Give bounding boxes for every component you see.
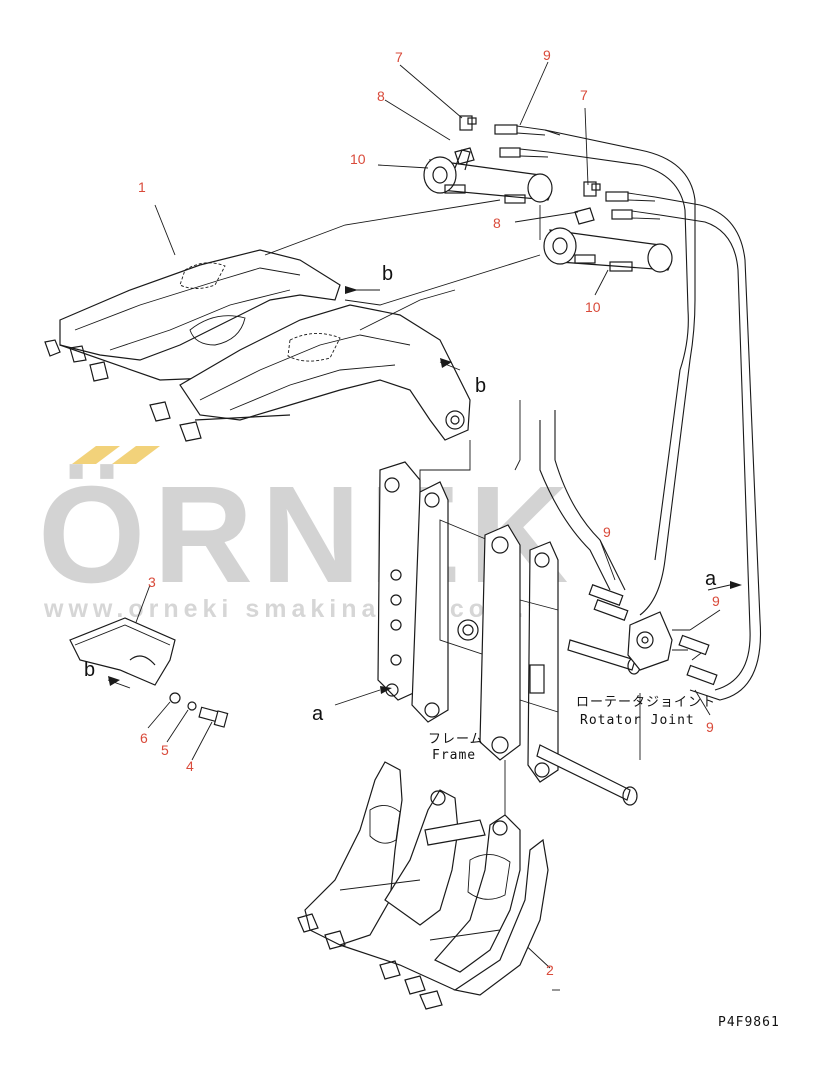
view-arrows [107,286,742,706]
callout-1: 1 [138,179,146,195]
part-labels: フレーム Frame ローテータジョイント Rotator Joint P4F9… [428,695,780,1030]
callout-9: 9 [603,524,611,540]
view-label-a: a [312,703,324,725]
rotator-label-en: Rotator Joint [580,713,695,728]
cover-plate [69,617,229,761]
view-letters: b b b a a [84,263,717,725]
callout-6: 6 [140,730,148,746]
callout-10: 10 [350,151,366,167]
view-label-b: b [475,375,486,397]
watermark-url: www.orneki smakinaları.com.tr [43,595,556,623]
callout-4: 4 [186,758,194,774]
callout-9: 9 [712,593,720,609]
cylinder-lower [543,227,673,273]
elbow-fittings [454,115,601,225]
callout-7: 7 [580,87,588,103]
callout-8: 8 [493,215,501,231]
frame-assembly [377,461,559,783]
watermark-brand: ÖRNEK [38,458,576,612]
callout-5: 5 [161,742,169,758]
hose-fittings-upper [494,124,661,220]
callout-3: 3 [148,574,156,590]
cylinder-upper [423,149,553,204]
view-label-b: b [382,263,393,285]
callout-9: 9 [543,47,551,63]
frame-label-jp: フレーム [428,732,484,747]
watermark-accent [72,446,120,464]
watermark: ÖRNEK www.orneki smakinaları.com.tr [38,446,576,623]
rotator-joint [588,584,718,686]
view-label-b: b [84,659,95,681]
upper-fork-arms [44,249,471,442]
callout-9: 9 [706,719,714,735]
frame-pins [536,639,641,806]
watermark-accent [112,446,160,464]
callout-10: 10 [585,299,601,315]
view-label-a: a [705,568,717,590]
drawing-code: P4F9861 [718,1015,780,1030]
callout-7: 7 [395,49,403,65]
frame-label-en: Frame [432,748,476,763]
rotator-label-jp: ローテータジョイント [576,695,716,710]
callout-2: 2 [546,962,554,978]
callout-8: 8 [377,88,385,104]
leader-lines [134,61,721,969]
callout-numbers: 1 7 8 10 9 7 8 10 3 9 9 9 6 5 4 2 [138,47,720,978]
hydraulic-hoses [539,129,762,701]
lower-fork-arms [297,761,549,1010]
